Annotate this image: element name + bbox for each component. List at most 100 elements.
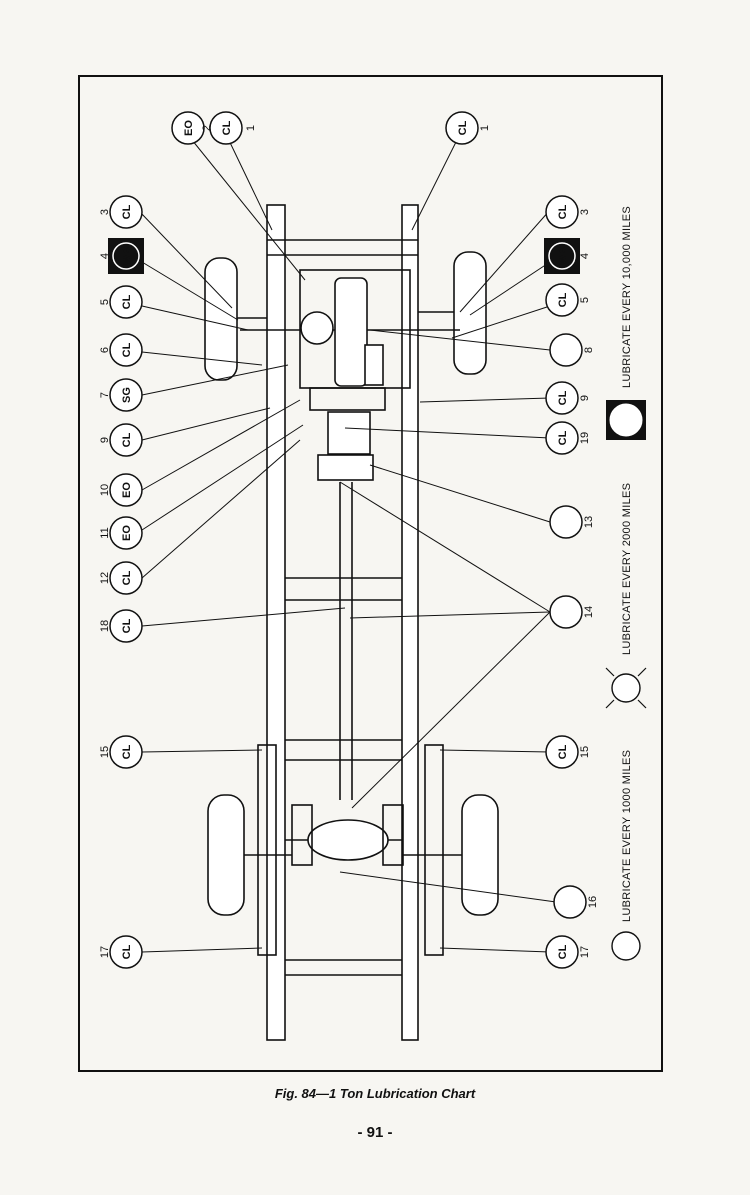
callout-circle [109,609,143,643]
callout-code: CL [121,432,133,447]
callout-right-r1: CL 1 [445,111,491,145]
callout-code: CL [557,390,569,405]
callout-circle [109,935,143,969]
callout-left-12: CL 12 [99,561,143,595]
callout-circle [109,561,143,595]
callout-code: CL [457,120,469,135]
legend-label-2000: LUBRICATE EVERY 2000 MILES [621,483,633,655]
callout-right-r4: WB 4 [544,238,591,274]
callout-number: 9 [99,437,111,443]
callout-right-r16: 16 [553,885,599,919]
leader-lines [139,129,557,953]
callout-number: 18 [99,620,111,632]
callout-circle [109,333,143,367]
callout-left-7: SG 7 [99,378,143,412]
callout-circle [553,885,587,919]
callout-code: CL [121,570,133,585]
callout-circle [112,242,140,270]
callout-left-11: EO 11 [99,516,143,550]
callout-number: 17 [99,946,111,958]
page-number: - 91 - [357,1124,393,1141]
callout-code: SG [121,387,133,403]
callout-left-2: EO 2 [171,111,213,145]
callout-circle [545,935,579,969]
callout-circle [109,285,143,319]
callout-number: 11 [99,527,111,538]
callout-code: CL [557,944,569,959]
callout-number: 3 [579,209,591,215]
legend-swatch-1000 [611,931,641,961]
callout-number: 4 [579,253,591,259]
callout-number: 4 [99,253,111,259]
legend: LUBRICATE EVERY 10,000 MILES LUBRICATE E… [605,206,647,961]
callout-code: CL [121,744,133,759]
legend-swatch-2000 [611,673,641,703]
callout-left-6: CL 6 [99,333,143,367]
legend-label-10000: LUBRICATE EVERY 10,000 MILES [621,206,633,388]
callout-circle [209,111,243,145]
callout-number: 17 [579,946,591,958]
callout-circle [549,595,583,629]
callout-circle [109,195,143,229]
callout-code: EO [121,482,133,498]
callout-number: 5 [579,297,591,303]
callout-number: 9 [579,395,591,401]
callout-code: CL [121,342,133,357]
callout-number: 7 [99,392,111,398]
callout-circle [109,735,143,769]
callout-left-9: CL 9 [99,423,143,457]
callout-number: 13 [583,516,595,528]
callout-left-5: CL5 [99,285,143,319]
callout-circle [548,242,576,270]
callout-right-r17: CL 17 [545,935,591,969]
callout-number: 1 [479,125,491,131]
callout-code: CL [557,292,569,307]
callout-circle [109,473,143,507]
callout-circle [549,505,583,539]
figure-caption: Fig. 84—1 Ton Lubrication Chart [274,1086,476,1101]
callout-circle [545,421,579,455]
callout-number: 10 [99,484,111,496]
callout-number: 2 [201,125,213,131]
callout-number: 6 [99,347,111,353]
callout-number: 14 [583,606,595,618]
callout-code: CL [121,204,133,219]
callout-right-r19: CL 19 [545,421,591,455]
callout-right-r3: CL 3 [545,195,591,229]
callout-right-r14: 14 [549,595,595,629]
callout-left-17: CL 17 [99,935,143,969]
callout-number: 16 [587,896,599,908]
chart-frame [78,75,663,1072]
callout-circle [109,516,143,550]
legend-swatch-10000-circle [609,403,643,437]
callout-right-r13: 13 [549,505,595,539]
callout-number: 3 [99,209,111,215]
callout-code: CL [221,120,233,135]
callout-number: 12 [99,572,111,584]
callout-code: EO [183,120,195,136]
callout-code: EO [121,525,133,541]
callout-code: CL [121,618,133,633]
callout-circle [549,333,583,367]
callout-code: CL [557,204,569,219]
callout-circle [545,283,579,317]
callout-right-r5: CL 5 [545,283,591,317]
callout-circle [545,195,579,229]
callout-code: CL [557,744,569,759]
callout-left-10: EO 10 [99,473,143,507]
callout-number: 19 [579,432,591,444]
callout-circle [545,381,579,415]
callout-left-4: WB4 [99,238,144,274]
callout-number: 15 [99,746,111,758]
callout-right-r9: CL 9 [545,381,591,415]
callout-code: CL [557,430,569,445]
callout-circle [545,735,579,769]
callout-code: CL [121,944,133,959]
callout-circle [109,423,143,457]
callout-code: WB [557,247,569,265]
callout-code: CL [121,294,133,309]
callout-circle [109,378,143,412]
